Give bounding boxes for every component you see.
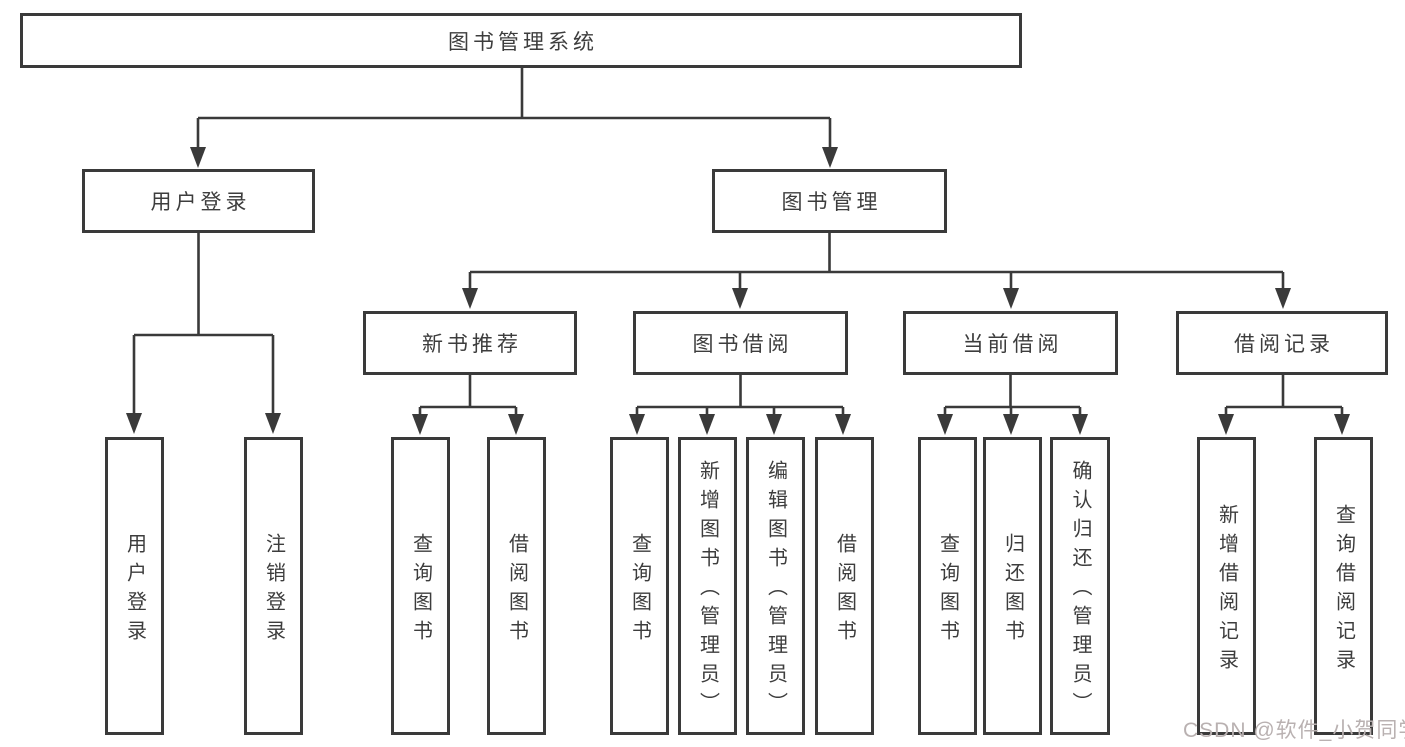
connector-book-management-to-level3 <box>462 233 1291 309</box>
arrowhead <box>190 147 206 168</box>
arrowhead <box>822 147 838 168</box>
node-label: 图书管理系统 <box>448 30 598 54</box>
node-new-book-recommend: 新书推荐 <box>363 311 577 375</box>
arrowhead <box>1072 414 1088 435</box>
node-book-borrow: 图书借阅 <box>633 311 848 375</box>
arrowhead <box>699 414 715 435</box>
node-book-management: 图书管理 <box>712 169 947 233</box>
arrowhead <box>937 414 953 435</box>
node-label: 借阅记录 <box>1234 333 1334 356</box>
node-label: 用户登录 <box>150 191 251 214</box>
connector-line <box>1224 375 1344 415</box>
node-label: 注销登录 <box>262 532 285 649</box>
node-label: 查询借阅记录 <box>1332 503 1355 678</box>
arrowhead <box>265 413 281 434</box>
node-borrow-records: 借阅记录 <box>1176 311 1388 375</box>
node-label: 借阅图书 <box>505 532 528 649</box>
node-current-borrow: 当前借阅 <box>903 311 1118 375</box>
leaf-query-borrow-record: 查询借阅记录 <box>1314 437 1373 735</box>
arrowhead <box>1275 288 1291 309</box>
node-library-management-system: 图书管理系统 <box>20 13 1022 68</box>
node-label: 确认归还（管理员） <box>1069 460 1091 721</box>
node-label: 图书借阅 <box>692 333 793 356</box>
arrowhead <box>835 414 851 435</box>
leaf-query-books-borrow: 查询图书 <box>610 437 669 735</box>
node-label: 归还图书 <box>1001 532 1024 649</box>
node-label: 用户登录 <box>123 532 146 649</box>
leaf-edit-book-admin: 编辑图书（管理员） <box>746 437 805 735</box>
node-label: 当前借阅 <box>962 333 1063 356</box>
connector-current-borrow-to-children <box>937 375 1088 435</box>
connector-line <box>132 233 275 414</box>
leaf-query-books-recommend: 查询图书 <box>391 437 450 735</box>
arrowhead <box>412 414 428 435</box>
arrowhead <box>629 414 645 435</box>
connector-line <box>635 375 845 415</box>
leaf-borrow-books-recommend: 借阅图书 <box>487 437 546 735</box>
connector-root-to-level2 <box>190 68 838 168</box>
node-label: 图书管理 <box>781 191 882 214</box>
node-label: 新书推荐 <box>422 333 522 356</box>
arrowhead <box>1218 414 1234 435</box>
connector-borrow-records-to-children <box>1218 375 1350 435</box>
node-label: 查询图书 <box>936 532 959 649</box>
arrowhead <box>1003 288 1019 309</box>
connector-line <box>943 375 1082 415</box>
connector-line <box>196 68 832 148</box>
node-user-login: 用户登录 <box>82 169 315 233</box>
csdn-watermark: CSDN @软件_小贺同学 <box>1183 719 1405 742</box>
arrowhead <box>508 414 524 435</box>
connector-line <box>418 375 518 415</box>
node-label: 新增借阅记录 <box>1215 503 1238 678</box>
connector-line <box>468 233 1285 289</box>
leaf-logout: 注销登录 <box>244 437 303 735</box>
leaf-borrow-books: 借阅图书 <box>815 437 874 735</box>
connector-user-login-to-children <box>126 233 281 434</box>
leaf-return-book: 归还图书 <box>983 437 1042 735</box>
leaf-add-book-admin: 新增图书（管理员） <box>678 437 737 735</box>
arrowhead <box>126 413 142 434</box>
node-label: 借阅图书 <box>833 532 856 649</box>
node-label: 新增图书（管理员） <box>696 460 719 721</box>
node-label: 查询图书 <box>409 532 432 649</box>
leaf-user-login: 用户登录 <box>105 437 164 735</box>
arrowhead <box>1334 414 1350 435</box>
connector-new-book-recommend-to-children <box>412 375 524 435</box>
arrowhead <box>1003 414 1019 435</box>
leaf-add-borrow-record: 新增借阅记录 <box>1197 437 1256 735</box>
leaf-confirm-return-admin: 确认归还（管理员） <box>1050 437 1110 735</box>
node-label: 编辑图书（管理员） <box>764 460 787 721</box>
arrowhead <box>766 414 782 435</box>
leaf-query-books-current: 查询图书 <box>918 437 977 735</box>
connector-book-borrow-to-children <box>629 375 851 435</box>
arrowhead <box>732 288 748 309</box>
node-label: 查询图书 <box>628 532 651 649</box>
arrowhead <box>462 288 478 309</box>
